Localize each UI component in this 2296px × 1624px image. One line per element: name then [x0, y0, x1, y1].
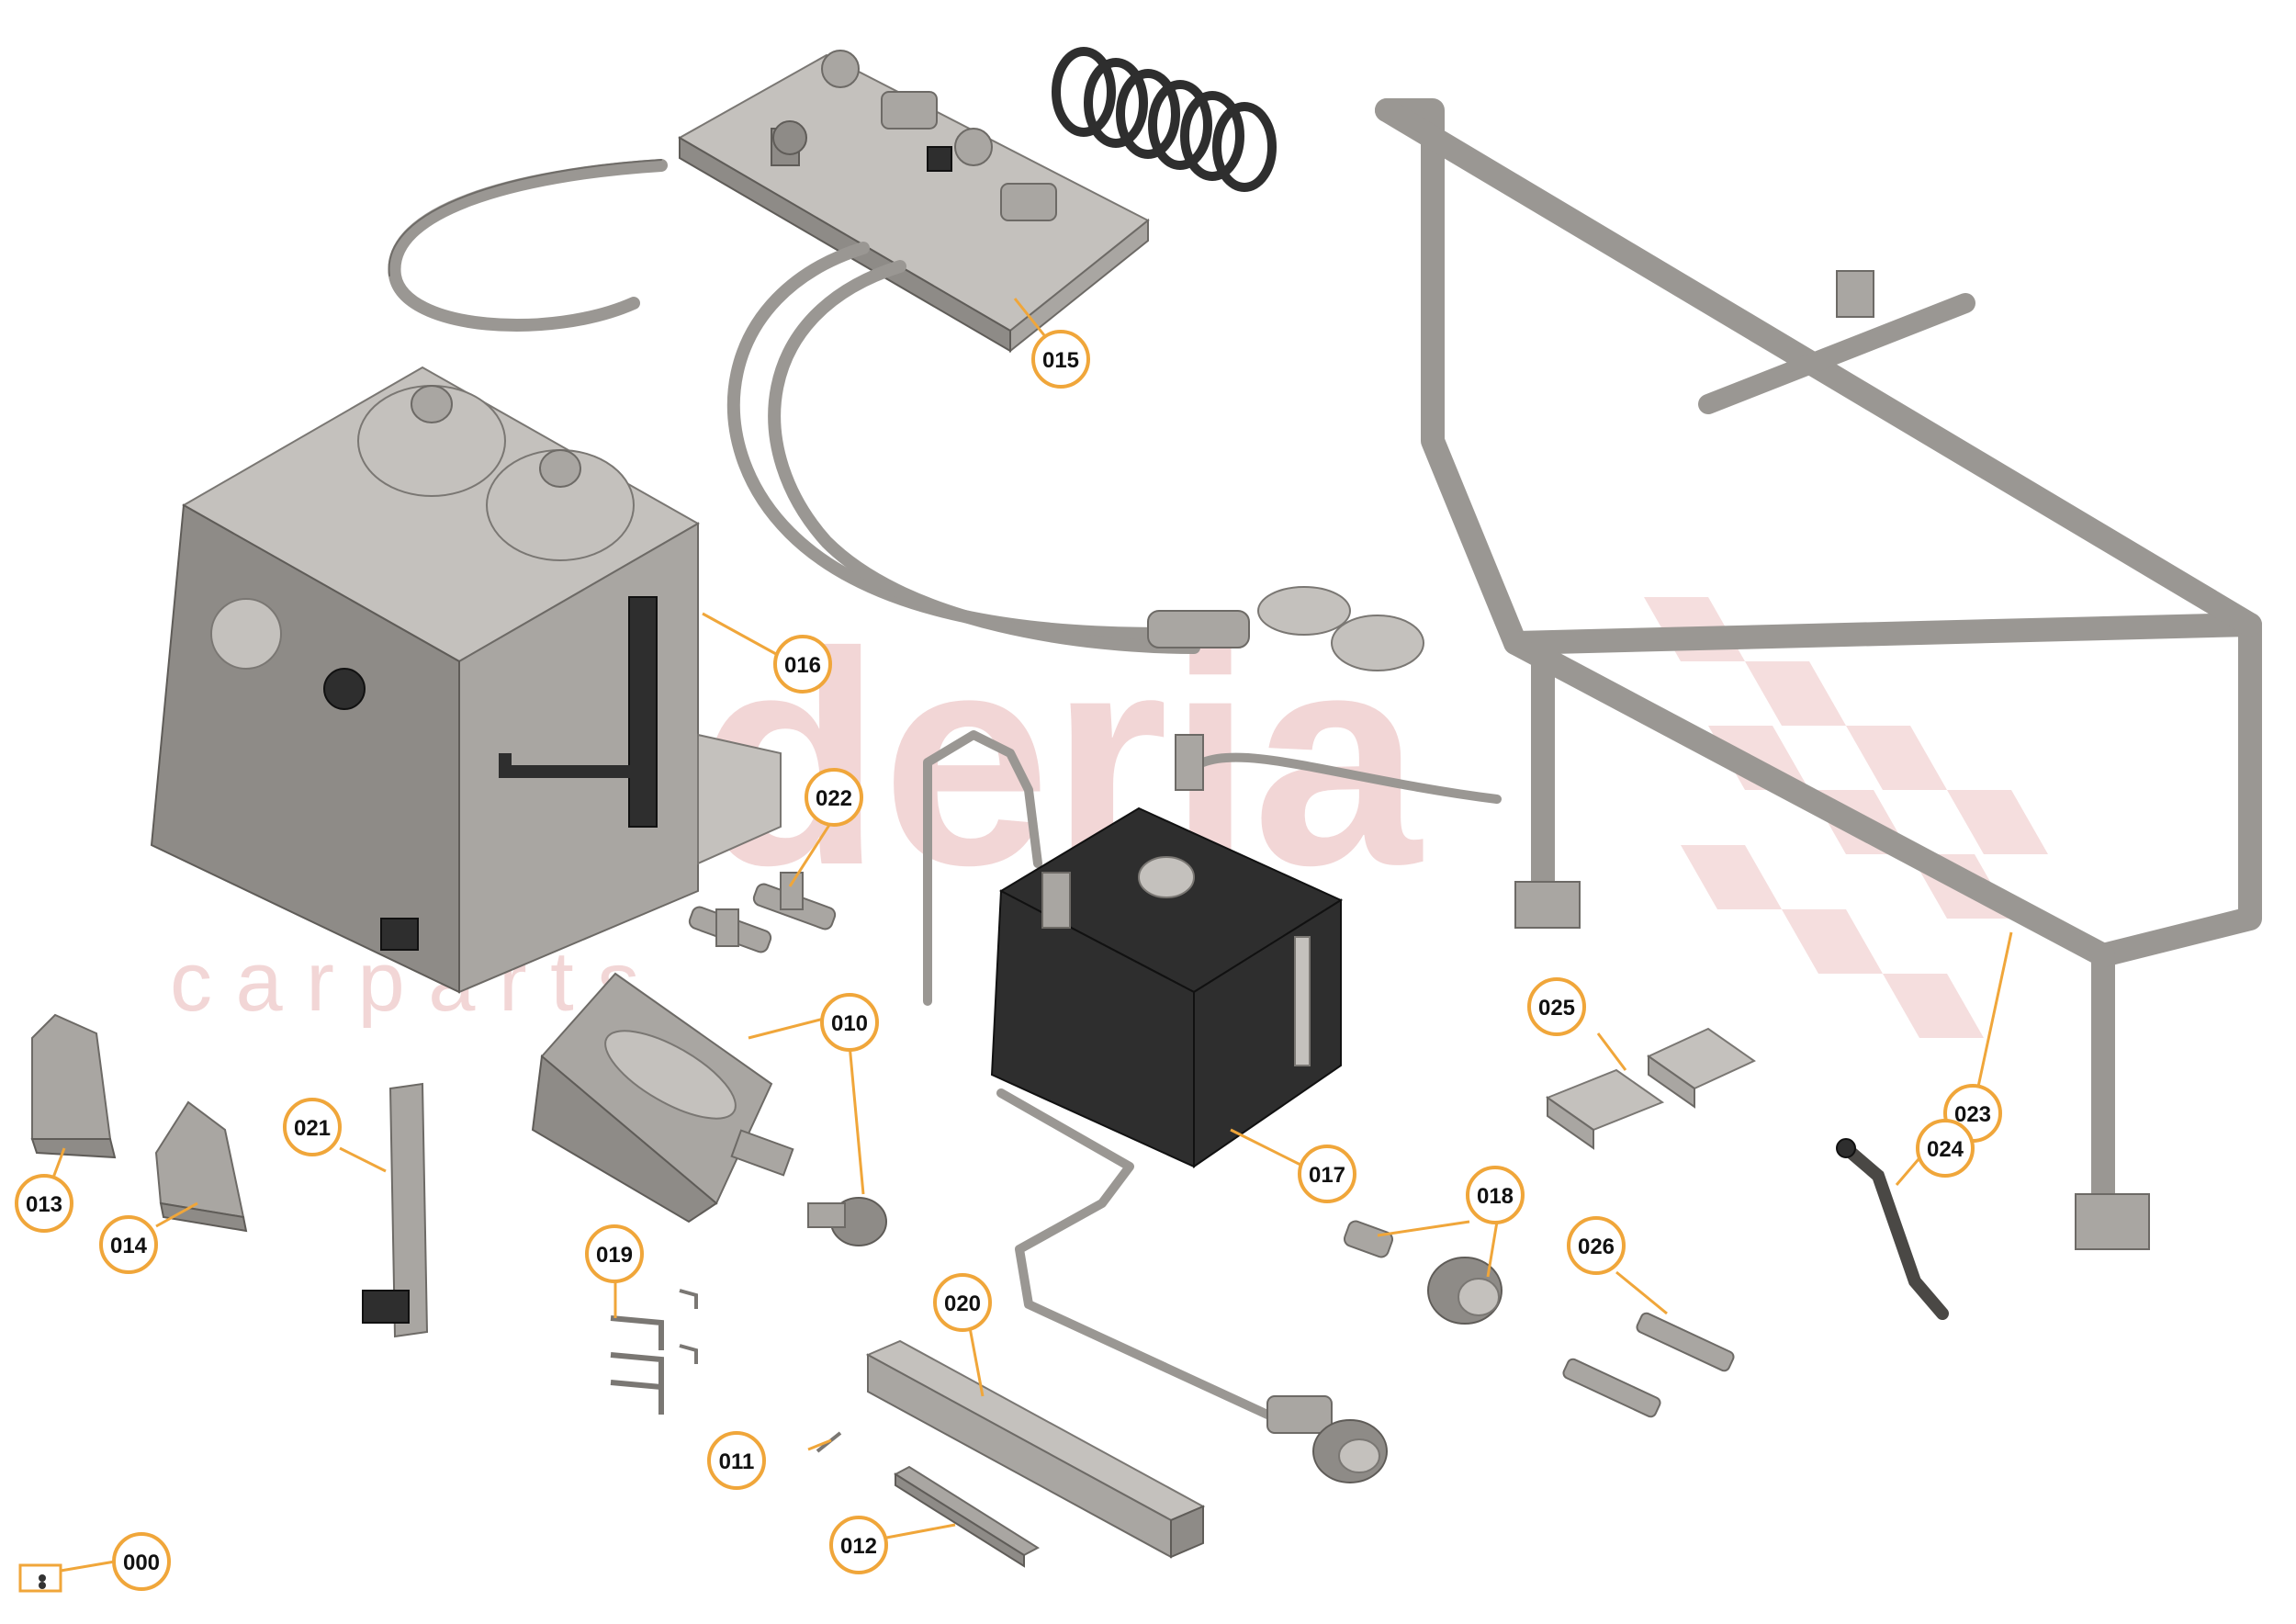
- callout-018-label: 018: [1477, 1184, 1514, 1209]
- part-018-connectors: [1343, 1220, 1503, 1325]
- part-024-frame: [1375, 98, 2262, 1250]
- callout-012-label: 012: [840, 1534, 877, 1559]
- callout-015[interactable]: 015: [1031, 330, 1090, 389]
- callout-000[interactable]: 000: [112, 1532, 171, 1591]
- callout-015-label: 015: [1042, 348, 1079, 373]
- part-022-fittings: [688, 872, 837, 953]
- part-012-bar: [894, 1465, 1040, 1568]
- callout-017-label: 017: [1309, 1163, 1345, 1188]
- callout-026-label: 026: [1578, 1235, 1615, 1259]
- callout-022-label: 022: [816, 786, 852, 811]
- callout-017[interactable]: 017: [1298, 1145, 1356, 1203]
- part-017-tank: [923, 730, 1502, 1483]
- part-025-blocks: [1545, 1027, 1756, 1150]
- callout-023-label: 023: [1954, 1102, 1991, 1127]
- part-010-pump: [531, 972, 887, 1246]
- callout-013[interactable]: 013: [15, 1174, 73, 1233]
- callout-011-label: 011: [719, 1449, 755, 1474]
- callout-026[interactable]: 026: [1567, 1216, 1626, 1275]
- part-016-main-unit: [150, 366, 782, 994]
- callout-019[interactable]: 019: [585, 1224, 644, 1283]
- part-023-lever: [1836, 1138, 1949, 1320]
- callout-010[interactable]: 010: [820, 993, 879, 1052]
- callout-010-label: 010: [831, 1011, 868, 1036]
- callout-024[interactable]: 024: [1916, 1119, 1975, 1178]
- callout-024-label: 024: [1927, 1137, 1964, 1162]
- part-019-clips: [610, 1289, 698, 1415]
- callout-019-label: 019: [596, 1243, 633, 1268]
- callout-016-label: 016: [784, 653, 821, 678]
- part-000-kit: [18, 1563, 62, 1593]
- callout-025-label: 025: [1538, 996, 1575, 1021]
- callout-025[interactable]: 025: [1527, 977, 1586, 1036]
- part-015-pneumatic-panel: [388, 47, 1424, 671]
- callout-022[interactable]: 022: [805, 768, 863, 827]
- callout-016[interactable]: 016: [773, 635, 832, 694]
- callout-014[interactable]: 014: [99, 1215, 158, 1274]
- part-013-plate: [30, 1013, 117, 1159]
- callout-018[interactable]: 018: [1466, 1166, 1525, 1224]
- callout-000-label: 000: [123, 1551, 160, 1575]
- callout-012[interactable]: 012: [829, 1516, 888, 1574]
- callout-021-label: 021: [294, 1116, 331, 1141]
- part-020-bar: [865, 1339, 1206, 1559]
- callout-021[interactable]: 021: [283, 1098, 342, 1156]
- callout-014-label: 014: [110, 1234, 148, 1258]
- callout-011[interactable]: 011: [707, 1431, 766, 1490]
- part-026-rods: [1562, 1312, 1735, 1418]
- coiled-hose: [1052, 47, 1277, 192]
- part-014-plate: [154, 1100, 248, 1233]
- part-021-bracket: [362, 1082, 429, 1338]
- callout-020-label: 020: [944, 1291, 981, 1316]
- callout-013-label: 013: [26, 1192, 62, 1217]
- callout-020[interactable]: 020: [933, 1273, 992, 1332]
